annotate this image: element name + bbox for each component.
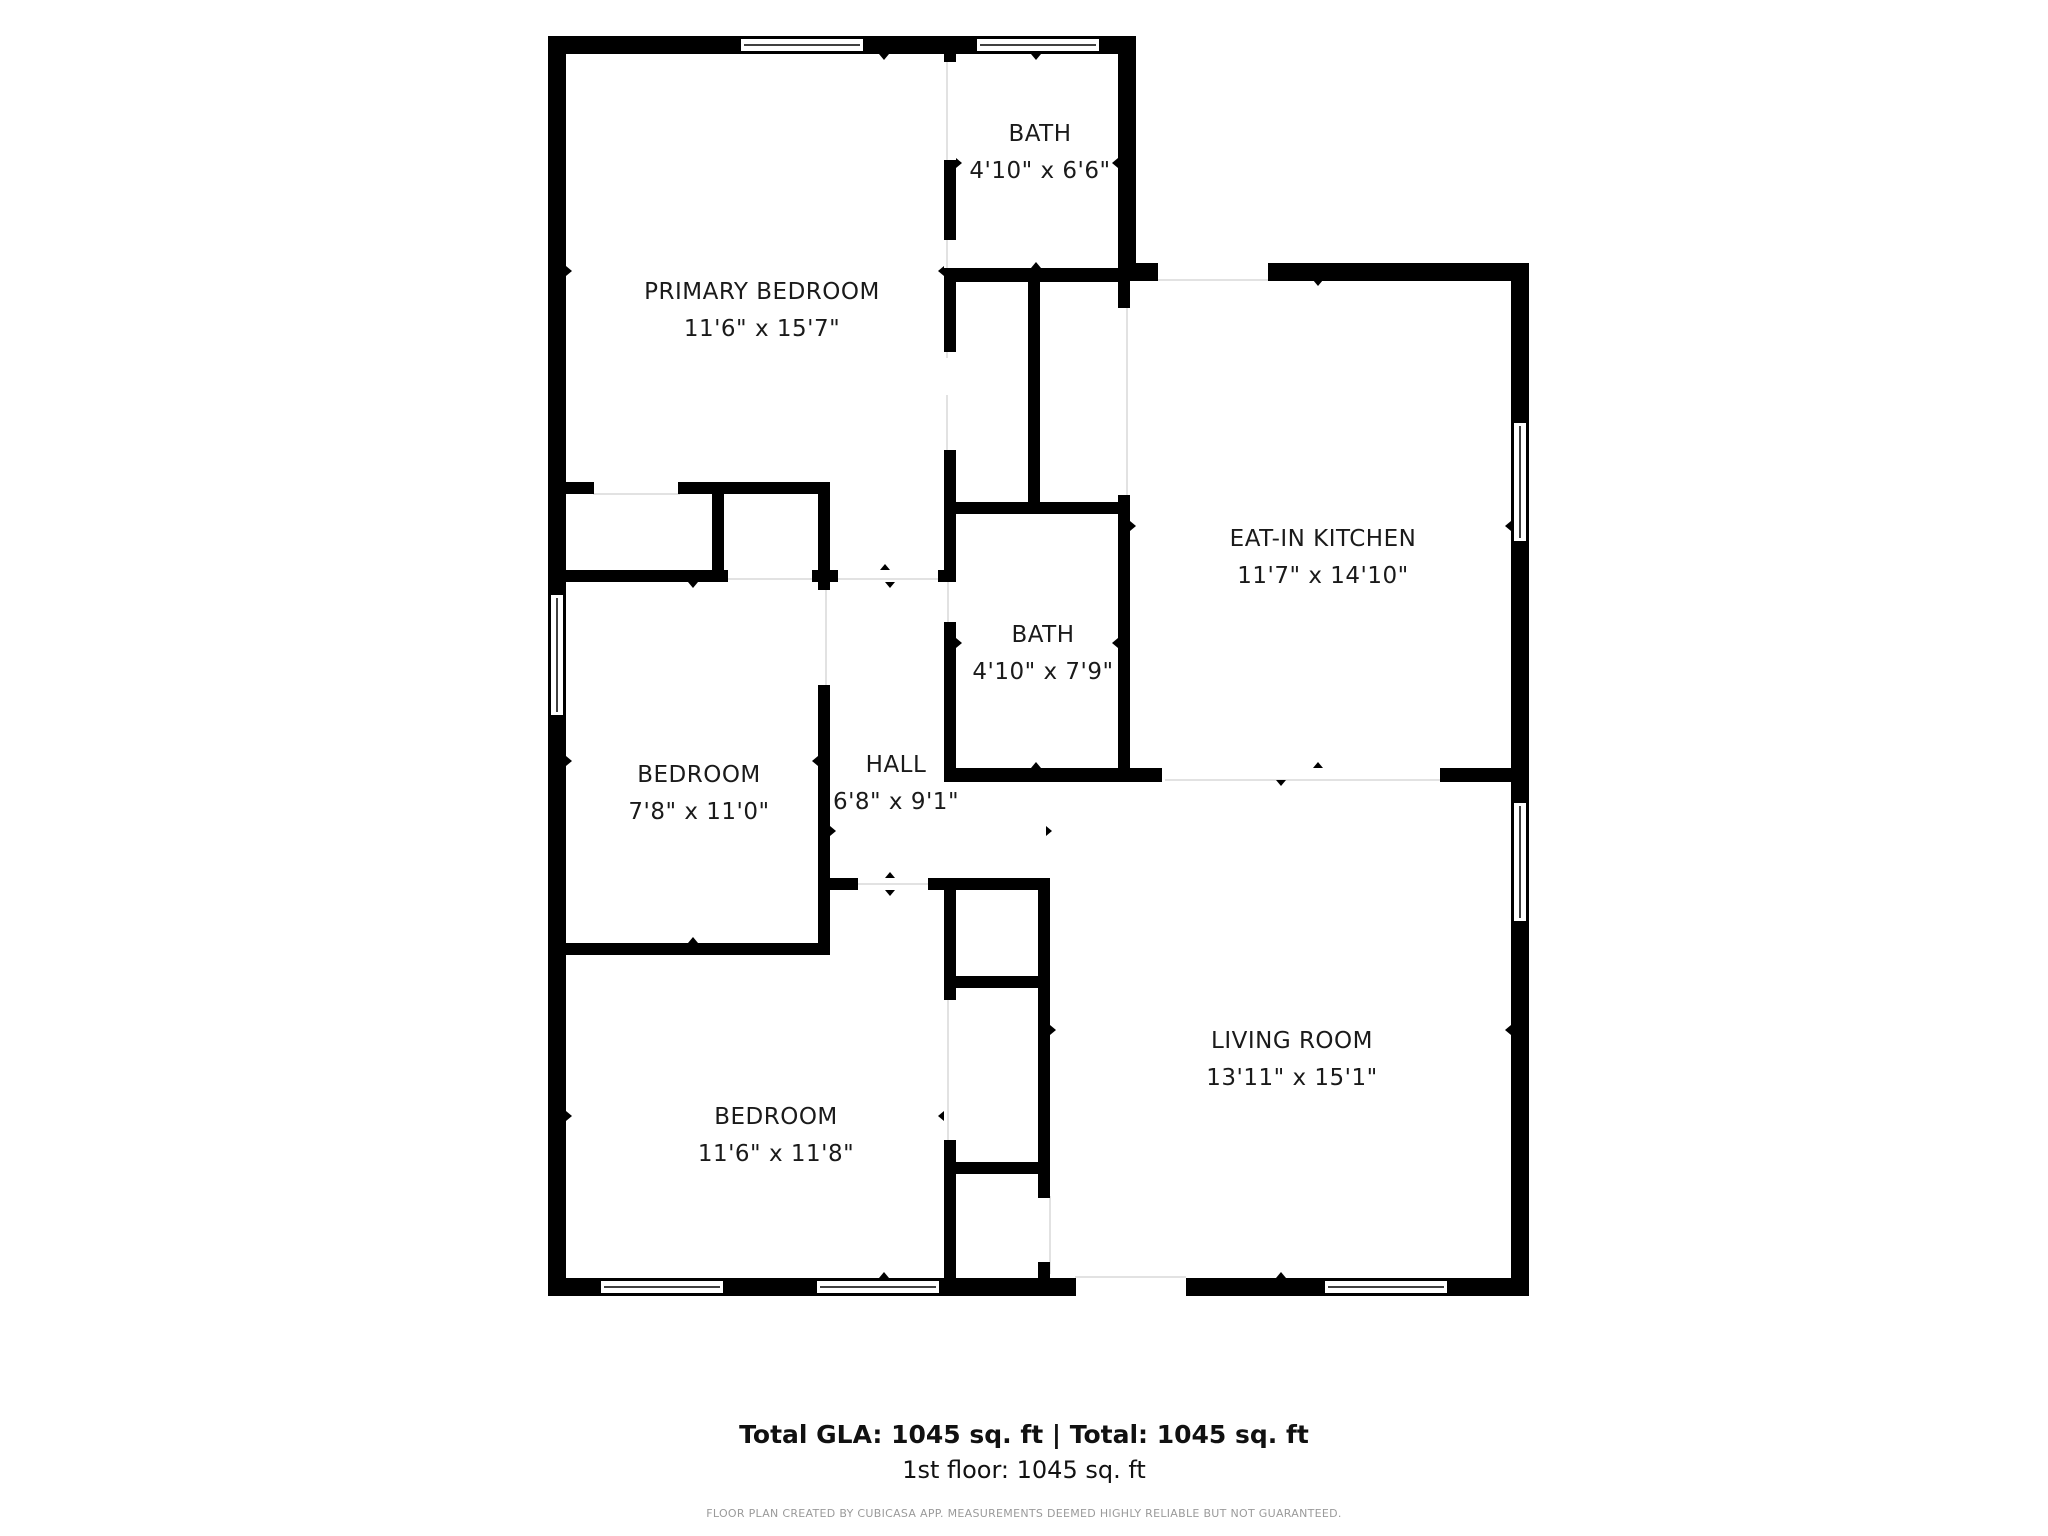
disclaimer-text: FLOOR PLAN CREATED BY CUBICASA APP. MEAS…: [706, 1507, 1342, 1520]
door-openings: [593, 62, 1440, 1278]
room-name: BATH: [1011, 622, 1074, 648]
floor-area-summary: 1st floor: 1045 sq. ft: [902, 1456, 1146, 1484]
room-name: BATH: [1008, 121, 1071, 147]
room-dimensions: 7'8" x 11'0": [628, 799, 769, 825]
room-label-hall: HALL 6'8" x 9'1": [833, 752, 959, 815]
room-label-primary-bedroom: PRIMARY BEDROOM 11'6" x 15'7": [644, 279, 880, 342]
total-area-summary: Total GLA: 1045 sq. ft | Total: 1045 sq.…: [739, 1420, 1309, 1449]
room-name: BEDROOM: [637, 762, 761, 788]
measurement-markers: [566, 54, 1511, 1278]
room-label-bath-upper: BATH 4'10" x 6'6": [969, 121, 1110, 184]
room-dimensions: 6'8" x 9'1": [833, 789, 959, 815]
windows: [549, 37, 1528, 1295]
window-bottom-living: [1323, 1279, 1449, 1295]
room-label-eat-in-kitchen: EAT-IN KITCHEN 11'7" x 14'10": [1230, 526, 1417, 589]
room-label-bath-lower: BATH 4'10" x 7'9": [972, 622, 1113, 685]
room-dimensions: 11'6" x 11'8": [698, 1141, 854, 1167]
window-top-primary: [739, 37, 865, 53]
window-right-kitchen: [1512, 421, 1528, 543]
room-dimensions: 4'10" x 7'9": [972, 659, 1113, 685]
window-top-bath: [975, 37, 1101, 53]
room-dimensions: 13'11" x 15'1": [1206, 1065, 1377, 1091]
room-name: BEDROOM: [714, 1104, 838, 1130]
window-right-living: [1512, 801, 1528, 923]
room-name: LIVING ROOM: [1211, 1028, 1373, 1054]
room-name: PRIMARY BEDROOM: [644, 279, 880, 305]
room-dimensions: 4'10" x 6'6": [969, 158, 1110, 184]
window-bottom-bedroom-1: [599, 1279, 725, 1295]
window-left-bedroom: [549, 593, 565, 717]
room-label-living-room: LIVING ROOM 13'11" x 15'1": [1206, 1028, 1377, 1091]
room-name: HALL: [866, 752, 927, 778]
room-dimensions: 11'7" x 14'10": [1237, 563, 1408, 589]
window-bottom-bedroom-2: [815, 1279, 941, 1295]
room-label-bedroom-large: BEDROOM 11'6" x 11'8": [698, 1104, 854, 1167]
room-label-bedroom-small: BEDROOM 7'8" x 11'0": [628, 762, 769, 825]
room-name: EAT-IN KITCHEN: [1230, 526, 1417, 552]
room-dimensions: 11'6" x 15'7": [684, 316, 840, 342]
